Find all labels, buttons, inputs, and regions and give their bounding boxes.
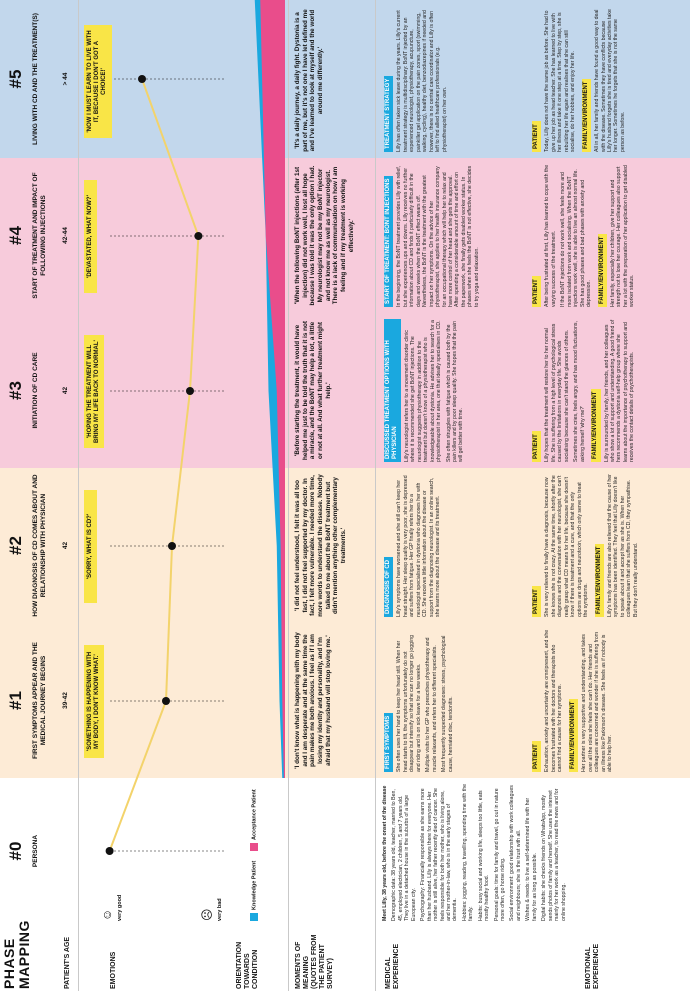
moment-of-meaning: 'Before starting the treatment, it would… (294, 321, 332, 460)
emotional-paragraph: Sometimes she cries, feels angry, and ha… (573, 321, 586, 462)
phase-quote: 'DEVASTATED, WHAT NOW?' (84, 180, 98, 293)
family-tag: FAMILY/ENVIRONMENT (568, 698, 579, 772)
emotion-chart (105, 0, 285, 855)
phase-quote: 'HOPING THE TREATMENT WILL BRING MY LIFE… (84, 335, 105, 448)
moment-of-meaning: 'I don't know what is happening with my … (294, 632, 332, 769)
persona-digital: Digital habits: she checks friends on Wh… (541, 788, 567, 921)
persona-goal: Personal goals: time for family and trav… (493, 788, 506, 921)
phase-quote: 'NOW I MUST LEARN TO LIVE WITH IT, BECAU… (84, 25, 112, 138)
medical-paragraph: In the beginning, the BoNT treatment pro… (396, 165, 480, 307)
moment-of-meaning: 'When the following BoNT injections (aft… (294, 165, 355, 306)
medical-tag: FIRST SYMPTOMS (384, 712, 394, 772)
emotional-paragraph: After being frustrated at first, Lilly h… (544, 164, 557, 307)
medical-tag: DISCUSSED TREATMENT OPTIONS WITH PHYSICI… (384, 319, 401, 462)
acceptance-area (260, 0, 285, 778)
emotional-paragraph: Exhaustion, anxiety and uncertainty are … (544, 629, 564, 772)
persona-text: Meet Lilly, 38 years old, before the ons… (382, 783, 570, 921)
separator (375, 0, 376, 991)
patient-tag: PATIENT (532, 121, 542, 152)
emotion-point (138, 75, 146, 83)
emotion-line (108, 78, 200, 852)
medical-paragraph: Multiple visits to her GP who prescribes… (425, 637, 438, 772)
emotional-paragraph: Lilly hopes that the treatment will rest… (544, 323, 570, 462)
family-paragraph: Lilly is surrounded by family, her frien… (603, 319, 636, 462)
persona-wishes: Wishes & needs: to live a self-determine… (525, 797, 538, 921)
persona-demographic: Demographic data: 38 years old, teacher,… (391, 789, 417, 921)
emotional-paragraph: Today, Lilly does not have the same job … (544, 10, 577, 153)
family-paragraph: Her partner is very supportive and under… (581, 631, 613, 772)
medical-experience: DISCUSSED TREATMENT OPTIONS WITH PHYSICI… (382, 319, 468, 462)
patient-tag: PATIENT (532, 431, 542, 462)
family-paragraph: Her family, especially her children, giv… (609, 165, 636, 307)
family-paragraph: All in all, her family and friends have … (594, 9, 626, 152)
persona-habits: Habits: busy social and working life, sl… (477, 790, 491, 921)
persona-intro: Meet Lilly, 38 years old, before the ons… (382, 785, 388, 921)
medical-paragraph: She often uses her hand to keep her head… (396, 635, 422, 772)
phase-quote: 'SORRY, WHAT IS CD?' (84, 490, 98, 603)
medical-paragraph: Lilly has often taken sick leave during … (396, 10, 448, 152)
moment-of-meaning: 'It's a daily journey, a daily fight. Dy… (294, 9, 325, 152)
family-tag: FAMILY/ENVIRONMENT (581, 78, 592, 152)
medical-tag: TREATMENT STRATEGY (384, 75, 394, 152)
emotion-point (186, 387, 194, 395)
medical-paragraph: She often struggles with fatigue which i… (445, 321, 465, 462)
emotional-paragraph: If the BoNT injections do not work well,… (560, 169, 593, 307)
emotional-paragraph: She is very relieved to finally have a d… (544, 475, 590, 617)
patient-tag: PATIENT (532, 586, 542, 617)
patient-tag: PATIENT (532, 741, 542, 772)
family-paragraph: Lilly's family and friends are also reli… (606, 474, 639, 617)
emotion-point (162, 697, 170, 705)
moment-of-meaning: 'I did not feel understood, I felt it wa… (294, 474, 348, 617)
medical-paragraph: Lilly's symptoms have worsened and she s… (396, 475, 442, 617)
phase-quote: 'SOMETHING IS HAPPENING WITH MY BODY, I … (84, 645, 105, 758)
persona-psychography: Psychography: Financially responsible as… (420, 788, 459, 921)
row-label-medical: MEDICAL EXPERIENCE (385, 943, 401, 989)
emotion-point (105, 847, 114, 855)
row-label-emotional: EMOTIONAL EXPERIENCE (585, 943, 601, 989)
medical-paragraph: Lilly's neurologist refers her to a move… (403, 320, 443, 462)
persona-social: Social environment: good relationship wi… (509, 785, 522, 921)
family-tag: FAMILY/ENVIRONMENT (594, 543, 604, 617)
patient-tag: PATIENT (532, 276, 542, 307)
emotion-point (194, 232, 203, 240)
family-tag: FAMILY/ENVIRONMENT (597, 233, 607, 307)
row-label-moments: MOMENTS OF MEANING (QUOTES FROM THE PATI… (295, 934, 335, 989)
medical-tag: DIAGNOSIS OF CD (384, 556, 394, 617)
medical-tag: START OF TREATMENT: BoNT INJECTIONS (384, 175, 394, 307)
family-tag: FAMILY/ENVIRONMENT (591, 388, 601, 462)
medical-paragraph: Most frequently suspected diagnoses: str… (441, 635, 454, 772)
emotion-point (168, 542, 176, 550)
persona-hobbies: Hobbies: jogging, reading, travelling, s… (461, 784, 475, 921)
